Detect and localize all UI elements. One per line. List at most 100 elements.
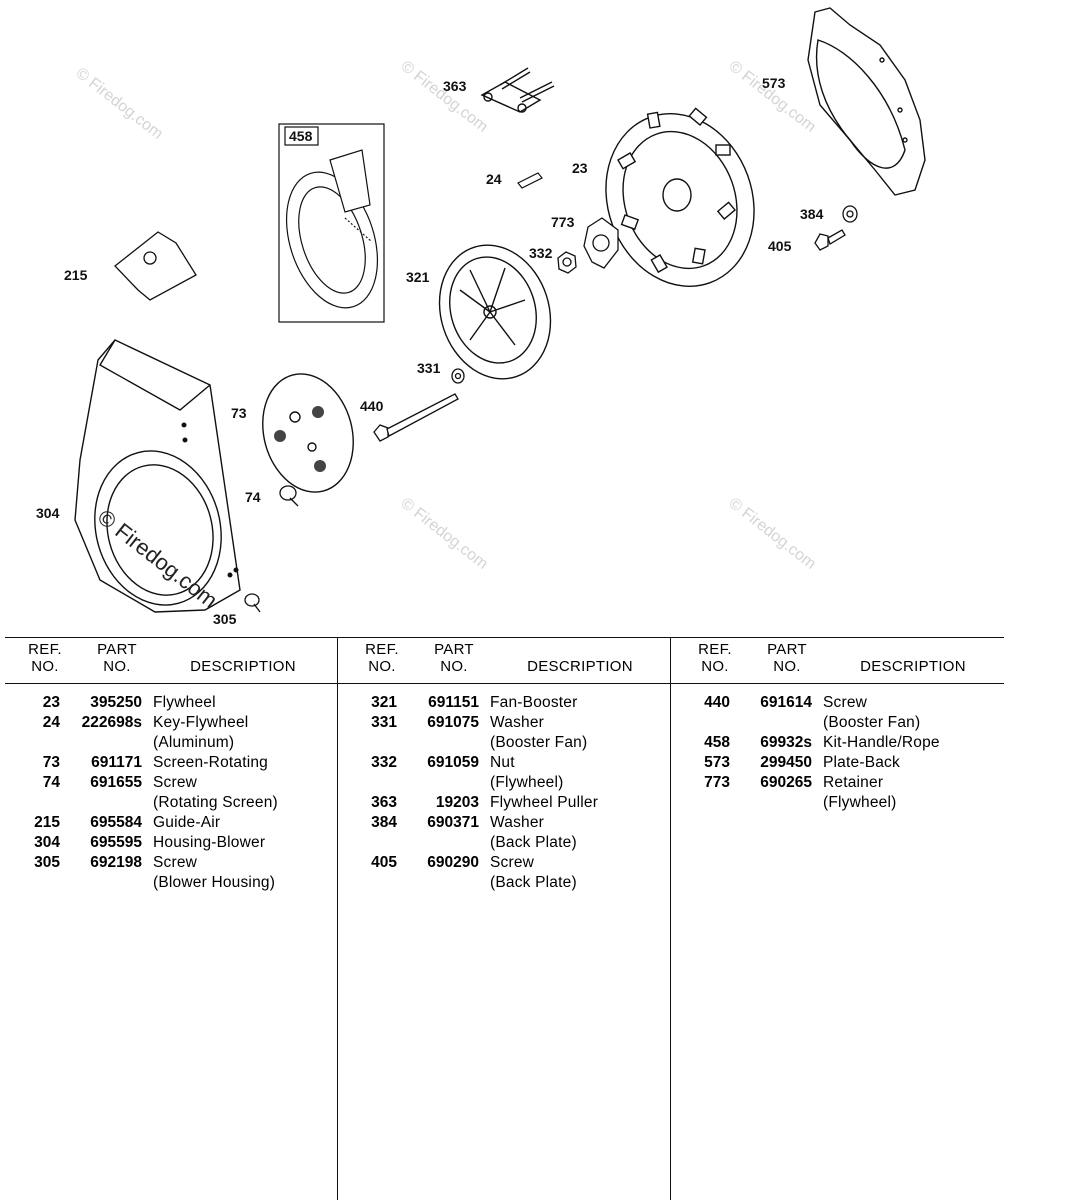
part-573-back-plate xyxy=(807,7,926,196)
header-text: PART xyxy=(767,641,807,658)
part-no: 69932s xyxy=(760,734,812,751)
part-no: 695595 xyxy=(90,834,142,851)
watermark: © Firedog.com xyxy=(726,58,819,136)
description: Plate-Back xyxy=(823,754,900,771)
part-no: 691655 xyxy=(90,774,142,791)
description: Nut xyxy=(490,754,515,771)
ref-no: 23 xyxy=(42,694,60,711)
description: Key-Flywheel xyxy=(153,714,249,731)
header-text: REF. xyxy=(28,641,62,658)
row-sub-line: (Blower Housing) xyxy=(5,873,337,893)
description-header: DESCRIPTION xyxy=(860,658,966,675)
description: Washer xyxy=(490,814,545,831)
ref-no: 331 xyxy=(371,714,397,731)
ref-no: 73 xyxy=(42,754,60,771)
description-detail: (Back Plate) xyxy=(490,834,577,851)
description-detail: (Back Plate) xyxy=(490,874,577,891)
part-332-nut xyxy=(557,251,577,274)
header-text: NO. xyxy=(773,658,801,675)
callout-573: 573 xyxy=(762,75,786,91)
ref-no: 24 xyxy=(42,714,60,731)
part-384-washer xyxy=(842,205,858,223)
part-23-flywheel xyxy=(605,107,755,287)
part-458-handle-rope-kit xyxy=(278,123,385,323)
part-no: 695584 xyxy=(90,814,142,831)
callout-74: 74 xyxy=(245,489,261,505)
description-detail: (Aluminum) xyxy=(153,734,235,751)
part-74-screw xyxy=(279,485,299,507)
ref-no: 215 xyxy=(34,814,60,831)
ref-no: 573 xyxy=(704,754,730,771)
part-no: 299450 xyxy=(760,754,812,771)
row-main-line: 573 299450 Plate-Back xyxy=(675,753,1007,773)
row-sub-line: (Aluminum) xyxy=(5,733,337,753)
description: Screw xyxy=(823,694,868,711)
description-detail: (Booster Fan) xyxy=(823,714,921,731)
exploded-parts-diagram: © Firedog.com © Firedog.com © Firedog.co… xyxy=(36,7,926,627)
header-text: REF. xyxy=(365,641,399,658)
part-305-screw xyxy=(244,593,261,613)
ref-no: 305 xyxy=(34,854,60,871)
table-header-rule xyxy=(5,683,1004,684)
row-sub-line: (Back Plate) xyxy=(342,833,674,853)
ref-no: 304 xyxy=(34,834,60,851)
row-sub-line: (Back Plate) xyxy=(342,873,674,893)
row-sub-line: (Booster Fan) xyxy=(342,733,674,753)
ref-no: 440 xyxy=(704,694,730,711)
part-405-screw xyxy=(814,229,846,251)
header-text: NO. xyxy=(701,658,729,675)
row-main-line: 384 690371 Washer xyxy=(342,813,674,833)
part-no: 690371 xyxy=(427,814,479,831)
row-sub-line: (Flywheel) xyxy=(675,793,1007,813)
description-detail: (Booster Fan) xyxy=(490,734,588,751)
part-no: 690265 xyxy=(760,774,812,791)
header-text: NO. xyxy=(440,658,468,675)
description: Guide-Air xyxy=(153,814,221,831)
row-sub-line: (Rotating Screen) xyxy=(5,793,337,813)
part-no: 222698s xyxy=(81,714,142,731)
part-440-screw xyxy=(373,393,459,442)
description: Screw xyxy=(153,774,198,791)
part-215-guide-air xyxy=(114,231,197,301)
ref-no-header: REF.NO. xyxy=(23,641,67,675)
part-no: 691151 xyxy=(428,694,479,711)
header-text: NO. xyxy=(368,658,396,675)
callout-305: 305 xyxy=(213,611,237,627)
header-text: PART xyxy=(434,641,474,658)
ref-no: 458 xyxy=(704,734,730,751)
part-no: 19203 xyxy=(435,794,479,811)
ref-no-header: REF.NO. xyxy=(693,641,737,675)
part-773-retainer xyxy=(583,217,619,269)
ref-no: 384 xyxy=(371,814,397,831)
description: Flywheel xyxy=(153,694,216,711)
header-text: NO. xyxy=(103,658,131,675)
part-24-key xyxy=(517,172,543,189)
part-no: 691171 xyxy=(91,754,142,771)
callout-405: 405 xyxy=(768,238,792,254)
description: Screw xyxy=(153,854,198,871)
row-sub-line: (Flywheel) xyxy=(342,773,674,793)
